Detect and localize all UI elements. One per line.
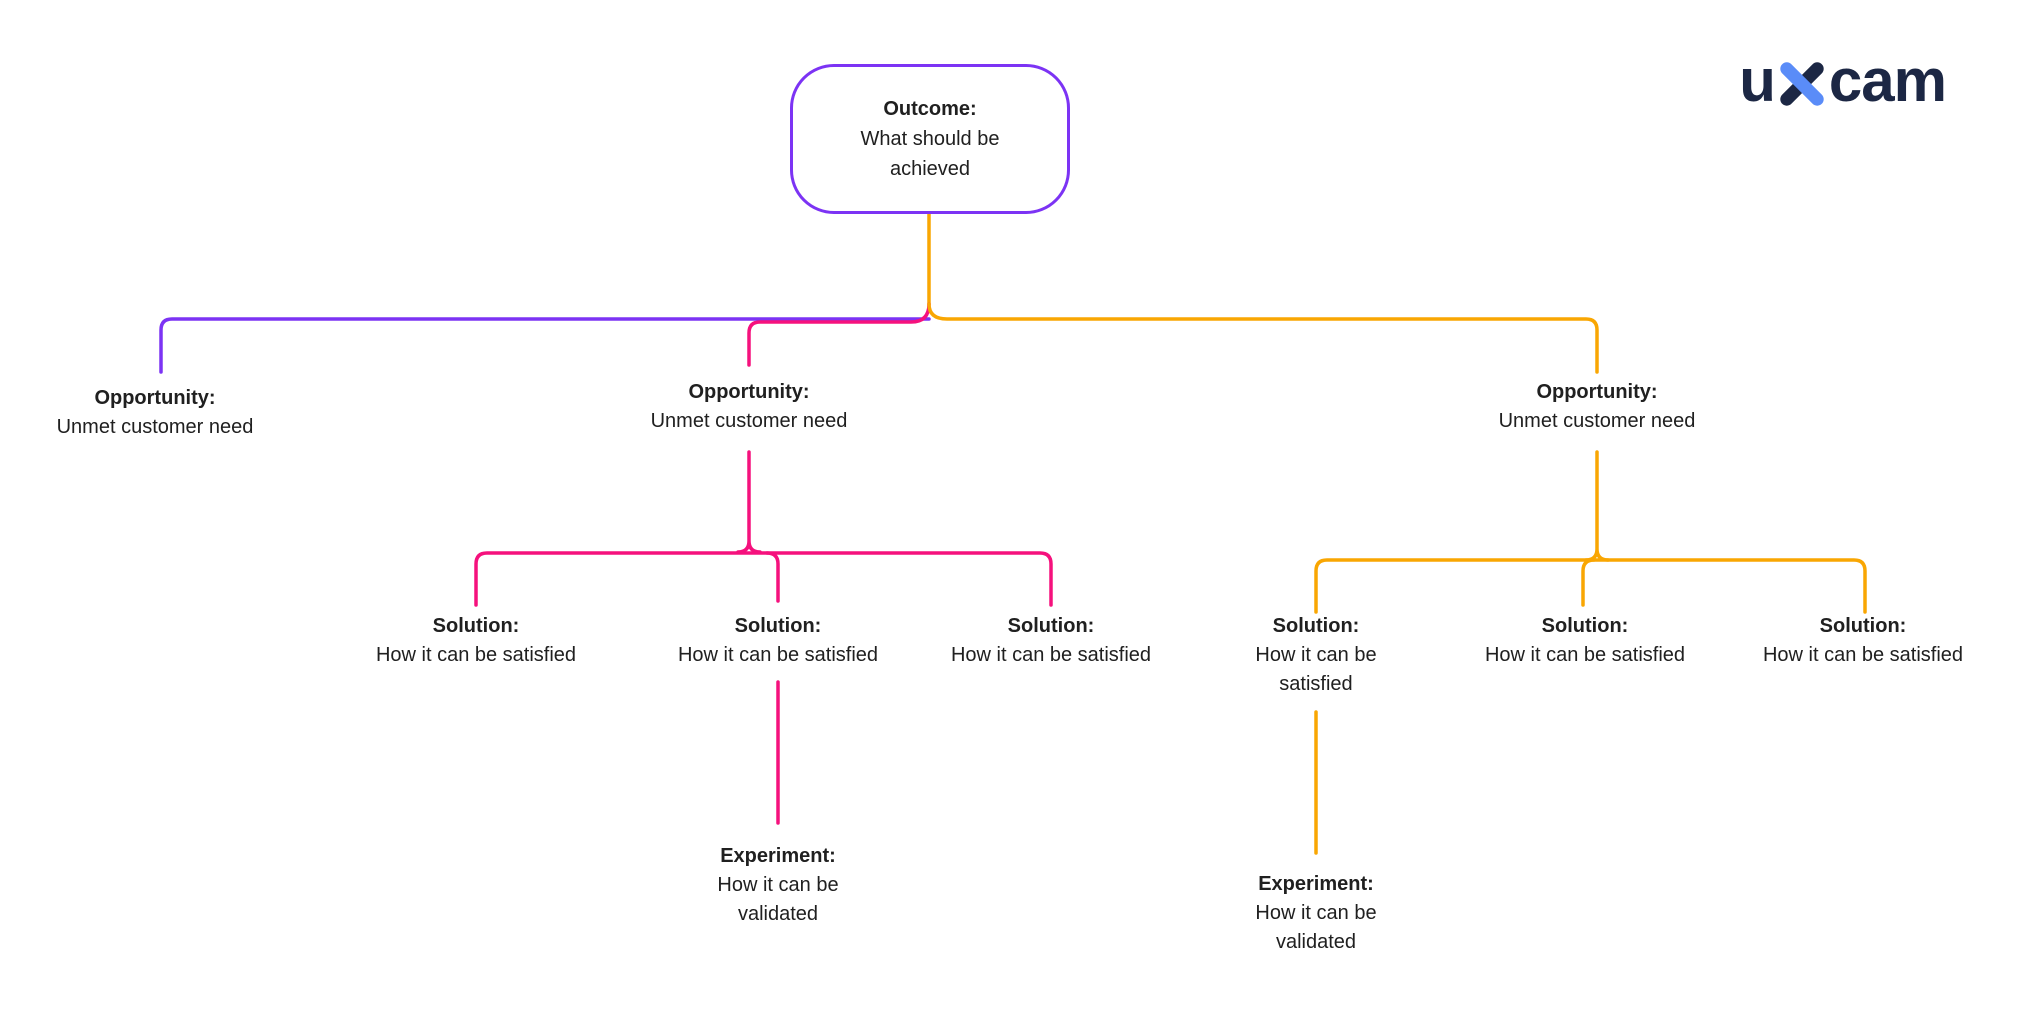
solution-desc: How it can be satisfied <box>1484 644 1686 666</box>
solution-node-4: Solution: How it can be satisfied <box>1255 612 1376 699</box>
opportunity-label: Opportunity: <box>94 387 216 409</box>
outcome-line: achieved <box>889 158 971 180</box>
solution-desc: How it can be satisfied <box>677 644 879 666</box>
solution-node-1: Solution: How it can be satisfied <box>376 612 576 670</box>
uxcam-logo: u cam <box>1739 46 1947 115</box>
opportunity-desc: Unmet customer need <box>650 410 848 432</box>
connector-orange-middle-solution-drop <box>1581 558 1596 607</box>
connector-opportunity-left <box>159 317 931 374</box>
connector-pink-opportunity-stem <box>736 450 762 554</box>
experiment-node-2: Experiment: How it can be validated <box>1255 870 1376 957</box>
solution-label: Solution: <box>1272 615 1360 637</box>
logo-x-icon <box>1777 59 1827 108</box>
logo-text-u: u <box>1739 47 1776 114</box>
connector-opportunity-middle <box>747 302 931 367</box>
solution-desc: How it can be satisfied <box>950 644 1152 666</box>
solution-node-3: Solution: How it can be satisfied <box>951 612 1151 670</box>
experiment-desc: validated <box>737 903 819 925</box>
opportunity-label: Opportunity: <box>688 381 810 403</box>
solution-label: Solution: <box>1007 615 1095 637</box>
connector-pink-middle-solution-drop <box>765 551 780 603</box>
outcome-node: Outcome: What should be achieved <box>790 64 1070 214</box>
solution-desc: How it can be satisfied <box>375 644 577 666</box>
experiment-label: Experiment: <box>720 845 836 867</box>
solution-node-2: Solution: How it can be satisfied <box>678 612 878 670</box>
opportunity-desc: Unmet customer need <box>1498 410 1696 432</box>
solution-node-6: Solution: How it can be satisfied <box>1763 612 1963 670</box>
experiment-desc: How it can be <box>717 874 839 896</box>
solution-label: Solution: <box>432 615 520 637</box>
solution-desc: satisfied <box>1279 673 1353 695</box>
opportunity-label: Opportunity: <box>1536 381 1658 403</box>
connector-orange-solutions-bar <box>1314 558 1867 614</box>
solution-node-5: Solution: How it can be satisfied <box>1485 612 1685 670</box>
solution-desc: How it can be <box>1255 644 1377 666</box>
opportunity-node-left: Opportunity: Unmet customer need <box>57 384 254 442</box>
opportunity-node-right: Opportunity: Unmet customer need <box>1499 378 1696 436</box>
connector-opportunity-right <box>927 302 1599 374</box>
solution-label: Solution: <box>734 615 822 637</box>
experiment-label: Experiment: <box>1258 873 1374 895</box>
outcome-line: What should be <box>860 128 1000 150</box>
logo-text-cam: cam <box>1828 47 1947 114</box>
experiment-desc: validated <box>1275 931 1357 953</box>
connector-pink-solutions-bar <box>474 551 1053 607</box>
solution-label: Solution: <box>1819 615 1907 637</box>
outcome-label: Outcome: <box>883 98 977 120</box>
connector-orange-opportunity-stem <box>1584 450 1610 562</box>
solution-label: Solution: <box>1541 615 1629 637</box>
experiment-desc: How it can be <box>1255 902 1377 924</box>
opportunity-desc: Unmet customer need <box>56 416 254 438</box>
experiment-node-1: Experiment: How it can be validated <box>717 842 838 929</box>
opportunity-node-middle: Opportunity: Unmet customer need <box>651 378 848 436</box>
solution-desc: How it can be satisfied <box>1762 644 1964 666</box>
